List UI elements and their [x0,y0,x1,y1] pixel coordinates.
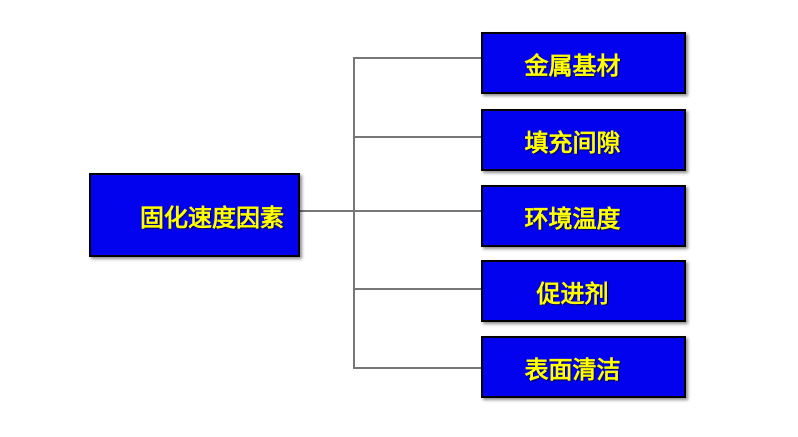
node-child-label: 表面清洁 [524,356,621,384]
node-child-metal-substrate: 金属基材 [481,32,686,94]
node-child-label: 金属基材 [524,52,621,80]
node-child-label: 环境温度 [524,205,621,233]
node-child-accelerator: 促进剂 [481,260,686,322]
node-child-ambient-temperature: 环境温度 [481,185,686,247]
node-root-label: 固化速度因素 [140,204,284,232]
node-root: 固化速度因素 [89,173,300,257]
node-child-fill-gap: 填充间隙 [481,109,686,171]
node-child-label: 填充间隙 [524,129,621,157]
node-child-label: 促进剂 [536,280,609,308]
node-child-surface-cleaning: 表面清洁 [481,336,686,398]
